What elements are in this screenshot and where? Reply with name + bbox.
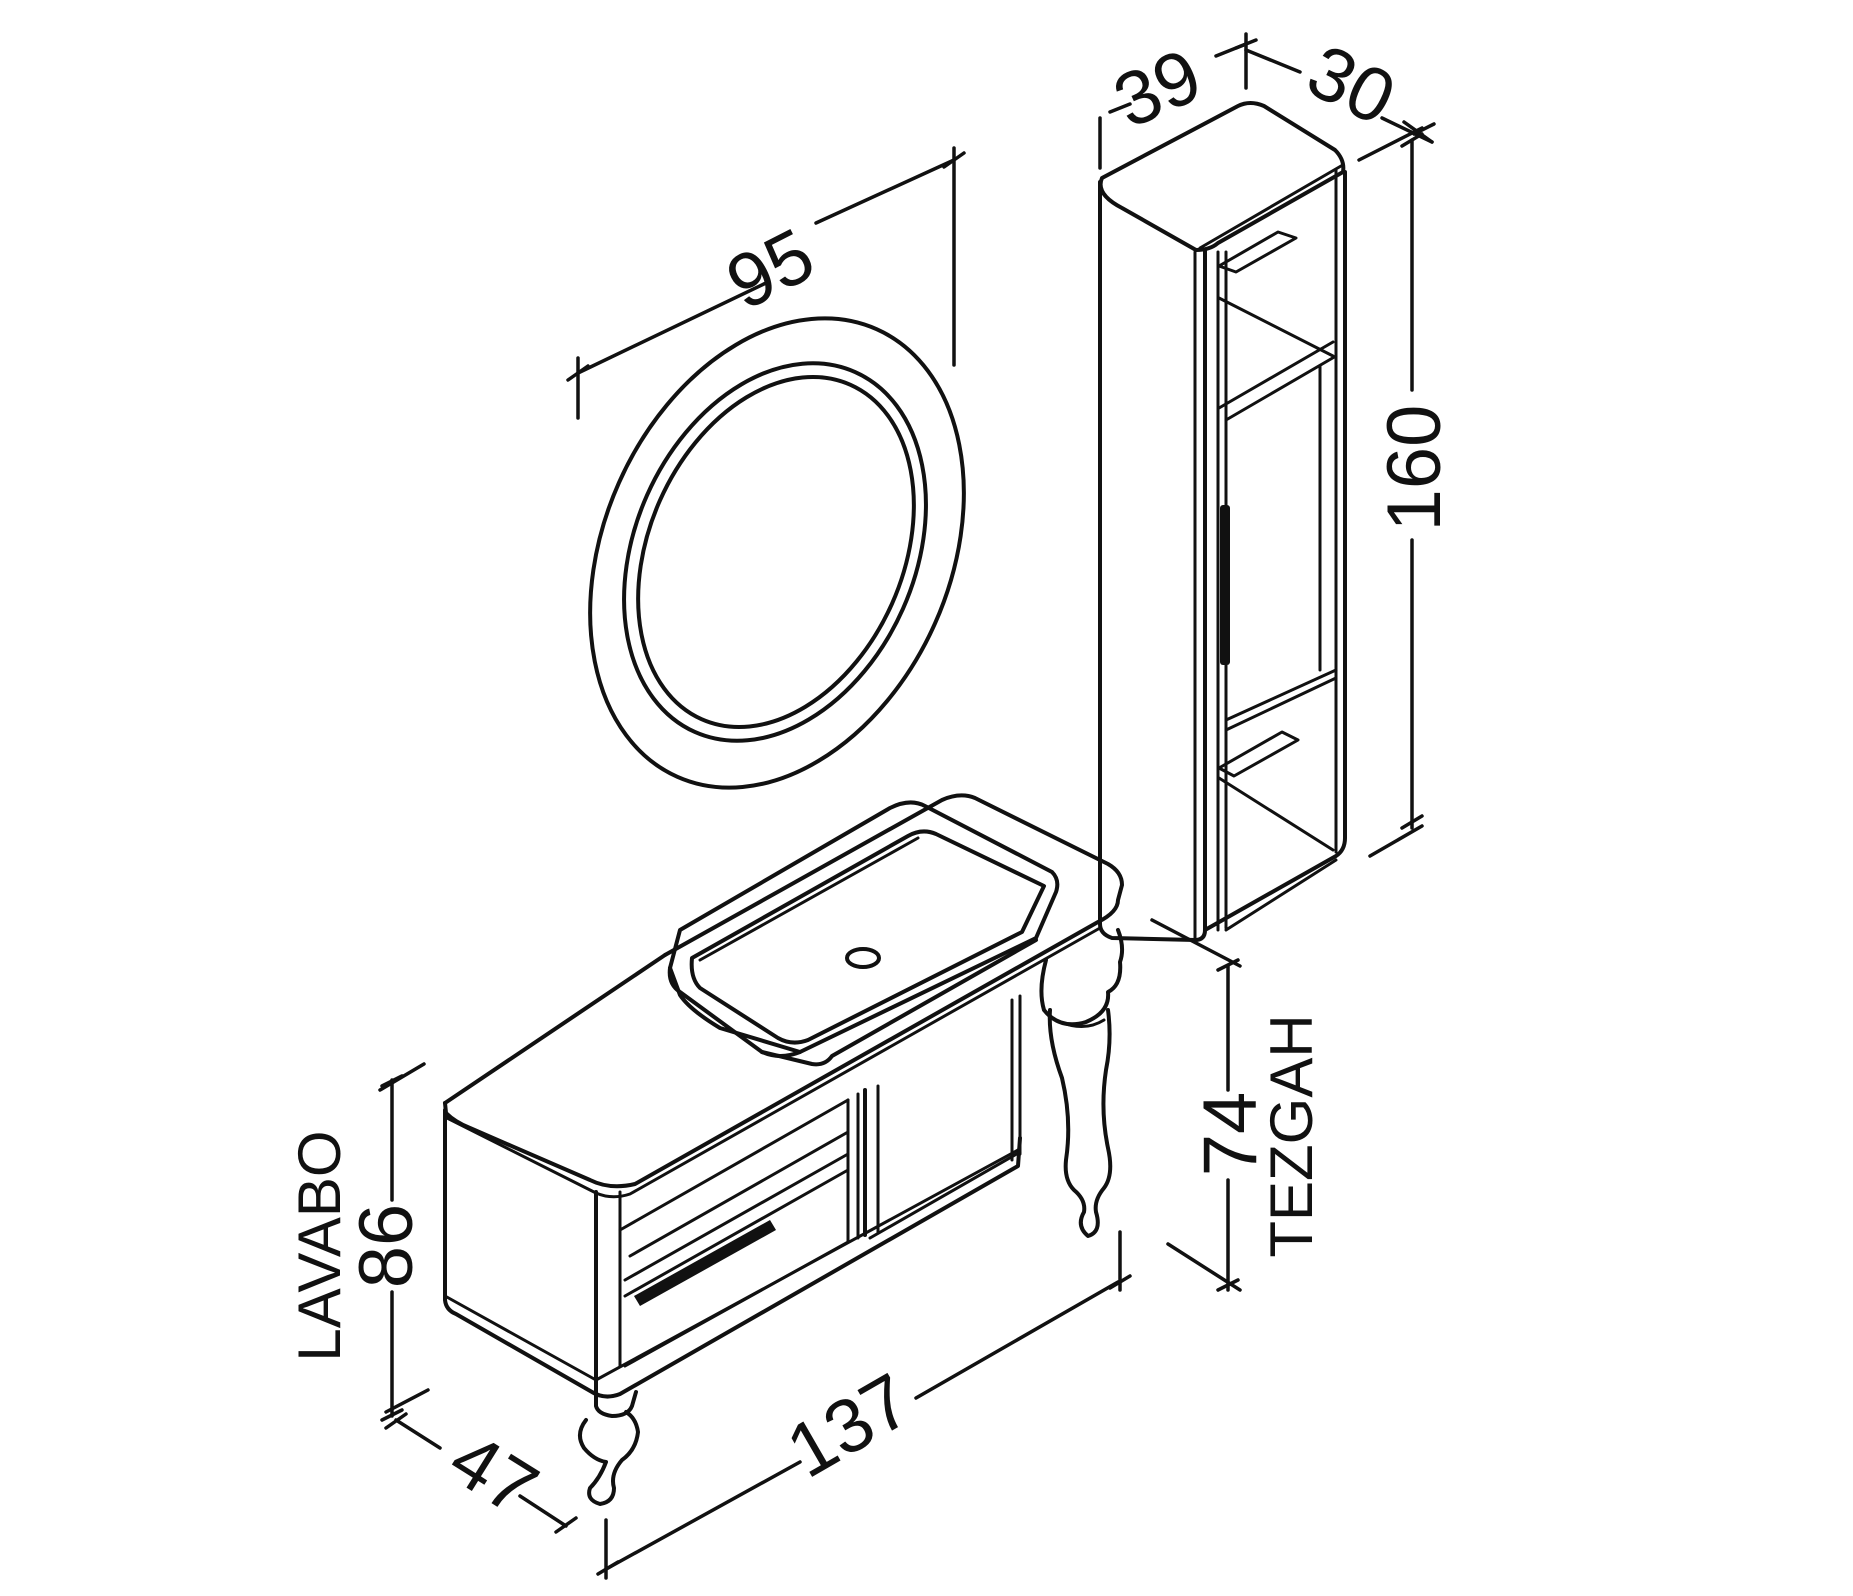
counter-label: TEZGAH [1258, 1014, 1325, 1257]
depth-label: 47 [435, 1416, 552, 1533]
dimension-tall-cabinet-height: 160 [1357, 126, 1457, 858]
right-leg [1039, 928, 1125, 1238]
round-mirror [588, 316, 966, 790]
tall-cabinet [1098, 101, 1347, 942]
tall-cabinet-handle [1220, 505, 1230, 665]
dimension-depth: 47 [384, 1412, 578, 1534]
tall-cabinet-height-label: 160 [1372, 405, 1457, 532]
drawer-handle [634, 1220, 776, 1306]
tall-cabinet-depth-label: 30 [1295, 28, 1408, 141]
sink-unit-height-label: 86 [344, 1204, 429, 1289]
mirror-diameter-label: 95 [713, 212, 827, 326]
total-width-label: 137 [773, 1357, 925, 1494]
mirror-inner-frame [622, 361, 928, 743]
left-leg [578, 1390, 640, 1506]
vanity-unit [443, 793, 1124, 1399]
sink-basin [667, 800, 1060, 1067]
dimension-counter-height: 74 TEZGAH [1150, 918, 1325, 1292]
sink-drain [845, 947, 881, 969]
mirror-outer-frame [588, 316, 966, 790]
counter-height-label: 74 [1188, 1092, 1273, 1177]
sink-unit-label: LAVABO [286, 1130, 353, 1361]
mirror-glass [636, 375, 916, 729]
dimension-mirror-diameter: 95 [566, 146, 966, 420]
dimension-sink-unit-height: 86 LAVABO [286, 1062, 430, 1422]
